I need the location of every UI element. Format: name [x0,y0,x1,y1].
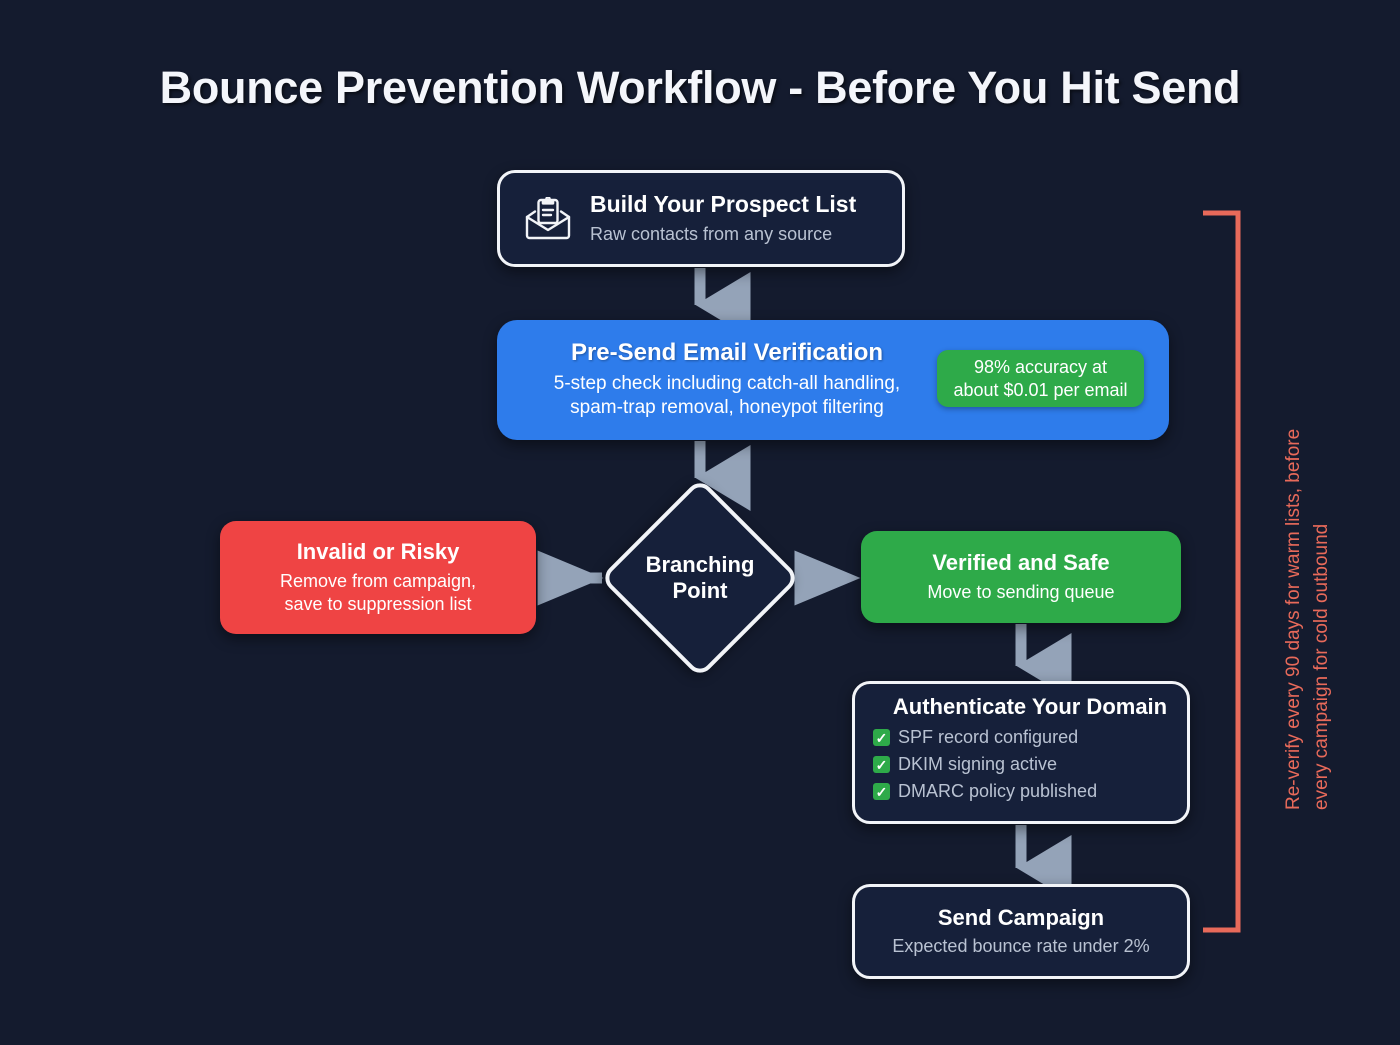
branch-label-line2: Point [672,578,728,603]
page-title: Bounce Prevention Workflow - Before You … [159,62,1241,113]
auth-check-row-spf: ✓ SPF record configured [873,724,1078,751]
node-verified-subtitle: Move to sending queue [927,581,1115,602]
node-authenticate-domain[interactable]: Authenticate Your Domain ✓ SPF record co… [852,681,1190,824]
auth-check-label-spf: SPF record configured [898,727,1079,748]
node-invalid-title: Invalid or Risky [296,539,460,565]
node-presend-verification[interactable]: Pre-Send Email Verification 5-step check… [497,320,1169,440]
check-icon: ✓ [873,729,890,747]
check-icon: ✓ [873,756,890,774]
node-branching-point[interactable]: Branching Point [599,477,801,679]
branch-label-line1: Branching [645,551,755,577]
auth-check-row-dkim: ✓ DKIM signing active [873,751,1057,778]
branching-point-label: Branching Point [600,478,800,678]
auth-check-label-dkim: DKIM signing active [898,754,1058,775]
node-invalid-subtitle-line1: Remove from campaign, [279,570,477,591]
node-send-title: Send Campaign [937,904,1105,930]
auth-check-label-dmarc: DMARC policy published [898,781,1098,802]
feedback-loop-bracket [1203,210,1241,933]
node-verify-title: Pre-Send Email Verification [570,339,884,367]
node-send-subtitle: Expected bounce rate under 2% [892,936,1150,957]
node-send-campaign[interactable]: Send Campaign Expected bounce rate under… [852,884,1190,979]
node-build-prospect-list[interactable]: Build Your Prospect List Raw contacts fr… [497,170,905,267]
node-build-subtitle: Raw contacts from any source [590,223,833,244]
node-verify-subtitle-line1: 5-step check including catch-all handlin… [553,373,901,395]
node-build-title: Build Your Prospect List [590,191,857,218]
feedback-loop-label-line2: every campaign for cold outbound [1311,523,1332,810]
auth-check-row-dmarc: ✓ DMARC policy published [873,778,1097,805]
node-auth-title: Authenticate Your Domain [892,694,1168,719]
accuracy-badge-line2: about $0.01 per email [953,379,1128,400]
open-envelope-document-icon [524,195,572,241]
check-icon: ✓ [873,783,890,801]
feedback-loop-label-line1: Re-verify every 90 days for warm lists, … [1283,428,1304,810]
accuracy-badge-line1: 98% accuracy at [973,357,1108,377]
accuracy-badge: 98% accuracy at about $0.01 per email [937,350,1144,407]
node-verify-subtitle-line2: spam-trap removal, honeypot filtering [570,397,884,419]
node-invalid-subtitle-line2: save to suppression list [284,593,472,614]
node-verified-and-safe[interactable]: Verified and Safe Move to sending queue [861,531,1181,623]
node-invalid-or-risky[interactable]: Invalid or Risky Remove from campaign, s… [220,521,536,634]
node-verified-title: Verified and Safe [932,550,1110,576]
